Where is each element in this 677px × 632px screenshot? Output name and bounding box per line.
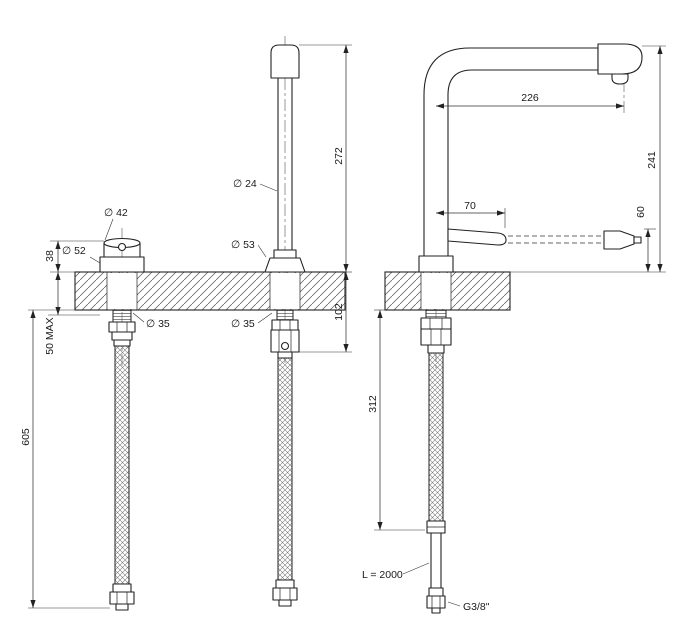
lever-side [447, 228, 507, 246]
deck-front [74, 271, 346, 311]
dim-spout-height-label: 272 [333, 147, 345, 165]
pullout-spray-extended [508, 230, 642, 250]
dim-thread-label: G3/8" [463, 601, 490, 613]
dim-dia-hole-right-label: ∅ 35 [231, 318, 255, 330]
dim-under-deck-length-label: 312 [367, 395, 379, 413]
side-view: 226 241 70 60 312 L = 2000 G3/8" [362, 43, 666, 614]
dim-lever-length-label: 70 [464, 200, 476, 212]
spout-underdeck [270, 309, 300, 607]
dim-hose-length-label: 605 [20, 428, 32, 446]
dim-under-deck-label: 102 [333, 303, 345, 321]
dim-dia-handle-top-label: ∅ 42 [104, 207, 128, 219]
dim-handle-height-label: 38 [44, 250, 56, 262]
front-dimensions: 38 50 MAX 605 ∅ 42 ∅ 52 ∅ 35 ∅ 24 ∅ 53 [20, 44, 352, 609]
deck-side [384, 271, 511, 311]
side-underdeck [420, 309, 452, 614]
centerlines-side [435, 80, 625, 370]
dim-lever-height-label: 60 [635, 206, 647, 218]
dim-dia-spout-base-label: ∅ 53 [231, 239, 255, 251]
dim-dia-spout-label: ∅ 24 [233, 178, 257, 190]
front-view: 38 50 MAX 605 ∅ 42 ∅ 52 ∅ 35 ∅ 24 ∅ 53 [20, 36, 352, 611]
spout-front [264, 44, 306, 273]
faucet-side [418, 43, 643, 273]
dim-dia-hole-left-label: ∅ 35 [146, 318, 170, 330]
dim-total-height-label: 241 [646, 151, 658, 169]
dim-hose-l2000-label: L = 2000 [362, 569, 403, 581]
side-dimensions: 226 241 70 60 312 L = 2000 G3/8" [362, 45, 666, 613]
centerlines-front [121, 36, 286, 366]
dim-deck-max-label: 50 MAX [44, 317, 56, 354]
dim-dia-handle-base-label: ∅ 52 [62, 245, 86, 257]
handle-front [99, 237, 145, 273]
dim-spout-reach-label: 226 [521, 92, 539, 104]
handle-underdeck [108, 309, 136, 611]
